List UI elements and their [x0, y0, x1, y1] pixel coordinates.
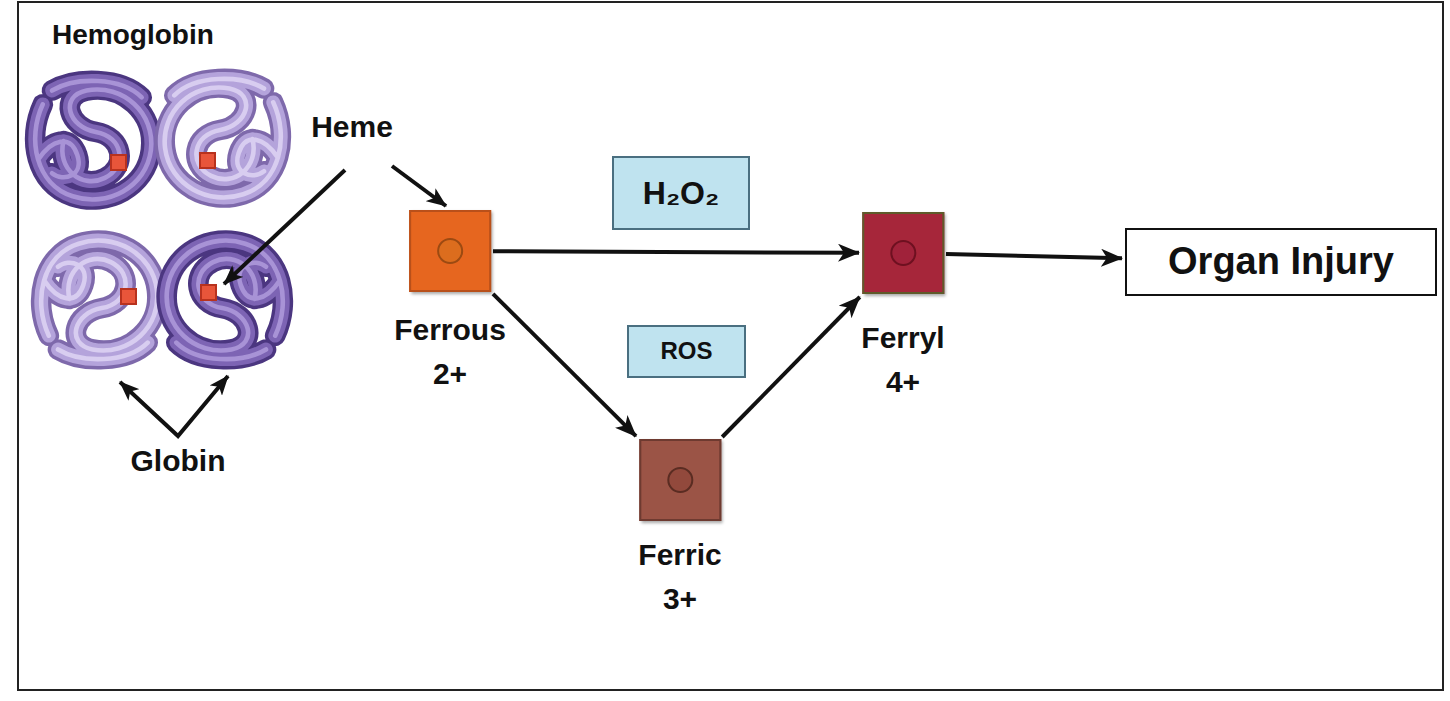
outcome-box: Organ Injury — [1125, 228, 1437, 296]
iron-center — [890, 240, 916, 266]
frame — [18, 2, 1443, 690]
heme-state-node: Ferryl 4+ — [861, 212, 944, 404]
iron-center — [667, 467, 693, 493]
heme-square — [862, 212, 944, 294]
iron-center — [437, 238, 463, 264]
reaction-arrow — [493, 294, 636, 436]
heme-groups — [111, 153, 216, 304]
part-label: Globin — [131, 446, 226, 476]
part-label: Heme — [311, 112, 393, 142]
state-label: Ferric 3+ — [638, 533, 721, 621]
reagent-box: ROS — [627, 325, 746, 378]
outcome-label: Organ Injury — [1168, 239, 1394, 285]
diagram-title: Hemoglobin — [52, 18, 214, 52]
reagent-label: H₂O₂ — [643, 174, 719, 212]
state-label: Ferryl 4+ — [861, 316, 944, 404]
reagent-box: H₂O₂ — [612, 156, 750, 230]
heme-state-node: Ferric 3+ — [638, 439, 721, 621]
heme-square — [639, 439, 721, 521]
globin-subunits — [35, 79, 283, 359]
globin-leader-arrows — [120, 376, 228, 436]
reaction-arrow — [493, 251, 859, 253]
heme-square — [409, 210, 491, 292]
state-label: Ferrous 2+ — [394, 308, 506, 396]
reaction-arrow — [946, 254, 1122, 258]
heme-state-node: Ferrous 2+ — [394, 210, 506, 396]
reagent-label: ROS — [660, 337, 712, 366]
